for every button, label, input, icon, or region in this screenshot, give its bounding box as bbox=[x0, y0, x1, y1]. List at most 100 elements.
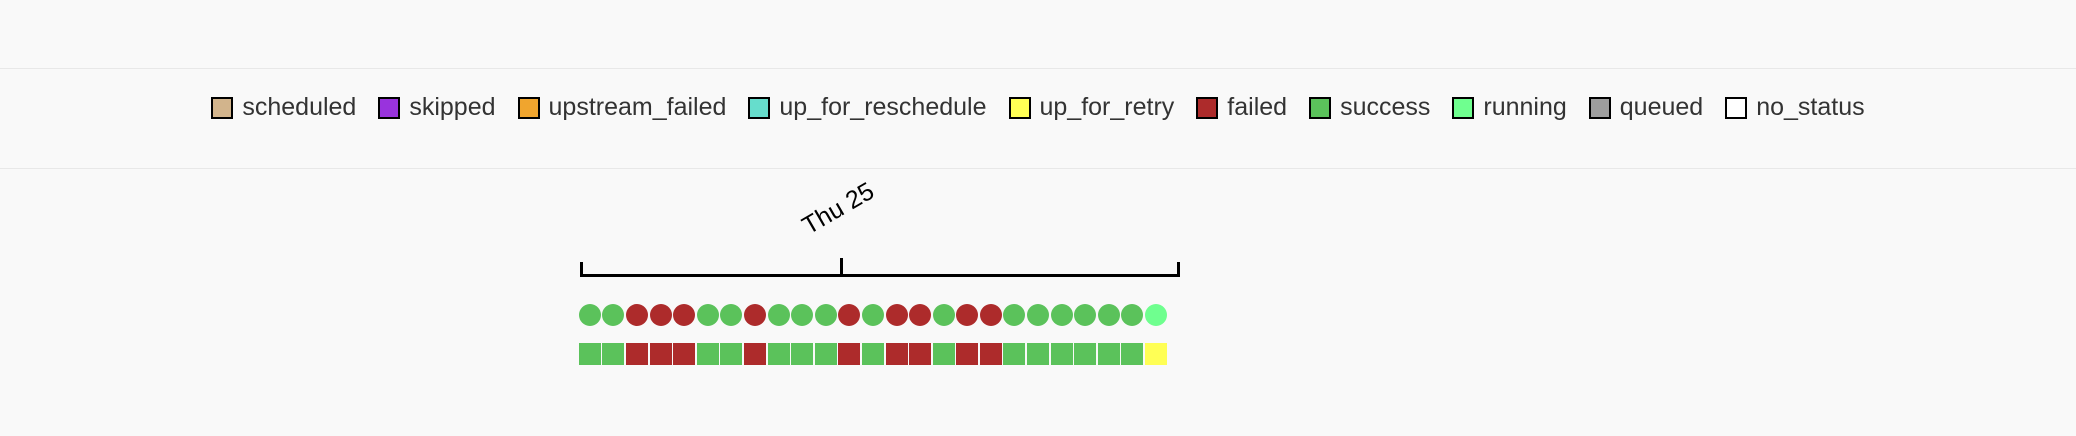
task-instance-marker-success[interactable] bbox=[932, 343, 955, 365]
dag-run-marker[interactable] bbox=[1003, 301, 1027, 329]
dag-run-marker-failed[interactable] bbox=[909, 304, 932, 326]
dag-run-marker-success[interactable] bbox=[861, 304, 884, 326]
task-instance-marker[interactable] bbox=[1050, 340, 1074, 368]
task-instance-marker-success[interactable] bbox=[1003, 343, 1026, 365]
task-instance-marker[interactable] bbox=[767, 340, 791, 368]
task-instance-marker[interactable] bbox=[1121, 340, 1145, 368]
dag-run-marker-success[interactable] bbox=[1027, 304, 1050, 326]
task-instance-marker[interactable] bbox=[602, 340, 626, 368]
task-instance-marker[interactable] bbox=[672, 340, 696, 368]
task-instance-marker-success[interactable] bbox=[1097, 343, 1120, 365]
dag-run-marker[interactable] bbox=[1097, 301, 1121, 329]
dag-run-marker[interactable] bbox=[602, 301, 626, 329]
dag-run-marker[interactable] bbox=[790, 301, 814, 329]
legend-item-up-for-retry[interactable]: up_for_retry bbox=[1008, 95, 1174, 120]
task-instance-marker-failed[interactable] bbox=[909, 343, 932, 365]
legend-item-up-for-reschedule[interactable]: up_for_reschedule bbox=[748, 95, 987, 120]
task-instance-marker[interactable] bbox=[720, 340, 744, 368]
task-instance-marker-success[interactable] bbox=[1074, 343, 1097, 365]
dag-run-marker-success[interactable] bbox=[1097, 304, 1120, 326]
task-instance-marker[interactable] bbox=[649, 340, 673, 368]
task-instance-marker[interactable] bbox=[625, 340, 649, 368]
task-instance-marker-failed[interactable] bbox=[956, 343, 979, 365]
dag-run-marker[interactable] bbox=[696, 301, 720, 329]
dag-run-marker-success[interactable] bbox=[720, 304, 743, 326]
task-instance-marker[interactable] bbox=[696, 340, 720, 368]
dag-run-marker[interactable] bbox=[672, 301, 696, 329]
task-instance-marker-success[interactable] bbox=[861, 343, 884, 365]
dag-run-marker[interactable] bbox=[1050, 301, 1074, 329]
dag-run-marker[interactable] bbox=[649, 301, 673, 329]
dag-run-marker[interactable] bbox=[767, 301, 791, 329]
task-instance-marker-failed[interactable] bbox=[979, 343, 1002, 365]
dag-run-marker[interactable] bbox=[838, 301, 862, 329]
dag-run-marker-success[interactable] bbox=[1003, 304, 1026, 326]
dag-run-marker-failed[interactable] bbox=[649, 304, 672, 326]
task-instance-marker[interactable] bbox=[1003, 340, 1027, 368]
dag-run-marker-failed[interactable] bbox=[743, 304, 766, 326]
dag-run-marker-failed[interactable] bbox=[979, 304, 1002, 326]
task-instance-marker[interactable] bbox=[956, 340, 980, 368]
dag-run-marker[interactable] bbox=[1121, 301, 1145, 329]
dag-run-marker-success[interactable] bbox=[932, 304, 955, 326]
task-instance-marker-success[interactable] bbox=[578, 343, 601, 365]
task-instance-marker-failed[interactable] bbox=[649, 343, 672, 365]
task-instance-marker-success[interactable] bbox=[696, 343, 719, 365]
dag-run-marker-success[interactable] bbox=[602, 304, 625, 326]
dag-run-marker-running[interactable] bbox=[1145, 304, 1168, 326]
task-instance-marker[interactable] bbox=[932, 340, 956, 368]
dag-run-marker[interactable] bbox=[720, 301, 744, 329]
dag-run-marker-failed[interactable] bbox=[956, 304, 979, 326]
dag-run-marker-success[interactable] bbox=[1074, 304, 1097, 326]
dag-run-marker-success[interactable] bbox=[814, 304, 837, 326]
dag-run-marker-success[interactable] bbox=[578, 304, 601, 326]
legend-item-failed[interactable]: failed bbox=[1196, 95, 1287, 120]
dag-run-marker-success[interactable] bbox=[767, 304, 790, 326]
dag-run-marker[interactable] bbox=[885, 301, 909, 329]
dag-run-marker[interactable] bbox=[1144, 301, 1168, 329]
dag-run-marker[interactable] bbox=[625, 301, 649, 329]
dag-run-marker-failed[interactable] bbox=[673, 304, 696, 326]
task-instance-marker[interactable] bbox=[861, 340, 885, 368]
task-instance-marker-failed[interactable] bbox=[743, 343, 766, 365]
dag-run-marker-success[interactable] bbox=[696, 304, 719, 326]
task-instance-marker[interactable] bbox=[979, 340, 1003, 368]
task-instance-marker[interactable] bbox=[838, 340, 862, 368]
dag-run-marker[interactable] bbox=[1073, 301, 1097, 329]
task-instance-marker[interactable] bbox=[1073, 340, 1097, 368]
task-instance-marker[interactable] bbox=[1097, 340, 1121, 368]
legend-item-upstream-failed[interactable]: upstream_failed bbox=[517, 95, 726, 120]
dag-run-marker[interactable] bbox=[956, 301, 980, 329]
task-instance-marker-up_for_retry[interactable] bbox=[1145, 343, 1168, 365]
task-instance-marker-success[interactable] bbox=[814, 343, 837, 365]
dag-run-marker-failed[interactable] bbox=[885, 304, 908, 326]
task-instance-marker-success[interactable] bbox=[602, 343, 625, 365]
task-instance-marker-failed[interactable] bbox=[838, 343, 861, 365]
task-instance-marker-failed[interactable] bbox=[673, 343, 696, 365]
task-instance-marker[interactable] bbox=[1026, 340, 1050, 368]
legend-item-running[interactable]: running bbox=[1452, 95, 1567, 120]
task-instance-marker[interactable] bbox=[1144, 340, 1168, 368]
legend-item-success[interactable]: success bbox=[1309, 95, 1430, 120]
dag-run-marker[interactable] bbox=[1026, 301, 1050, 329]
dag-run-marker[interactable] bbox=[908, 301, 932, 329]
task-instance-marker-success[interactable] bbox=[767, 343, 790, 365]
dag-run-marker[interactable] bbox=[932, 301, 956, 329]
dag-run-marker-success[interactable] bbox=[791, 304, 814, 326]
dag-run-marker[interactable] bbox=[743, 301, 767, 329]
task-instance-marker[interactable] bbox=[814, 340, 838, 368]
dag-run-marker-failed[interactable] bbox=[625, 304, 648, 326]
dag-run-marker-success[interactable] bbox=[1121, 304, 1144, 326]
legend-item-queued[interactable]: queued bbox=[1588, 95, 1703, 120]
dag-run-marker-success[interactable] bbox=[1050, 304, 1073, 326]
task-instance-marker[interactable] bbox=[885, 340, 909, 368]
dag-run-marker[interactable] bbox=[814, 301, 838, 329]
task-instance-marker[interactable] bbox=[578, 340, 602, 368]
legend-item-no-status[interactable]: no_status bbox=[1725, 95, 1865, 120]
task-instance-marker[interactable] bbox=[908, 340, 932, 368]
legend-item-skipped[interactable]: skipped bbox=[378, 95, 496, 120]
legend-item-scheduled[interactable]: scheduled bbox=[211, 95, 356, 120]
dag-run-marker[interactable] bbox=[861, 301, 885, 329]
task-instance-marker-success[interactable] bbox=[1121, 343, 1144, 365]
dag-run-marker[interactable] bbox=[979, 301, 1003, 329]
